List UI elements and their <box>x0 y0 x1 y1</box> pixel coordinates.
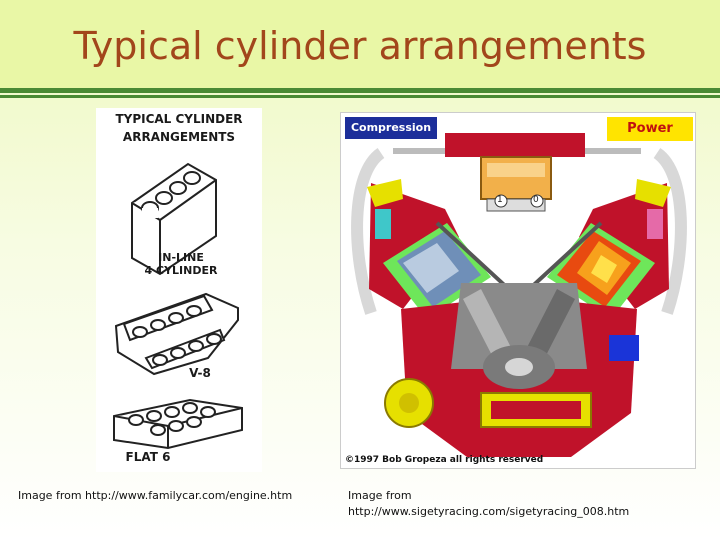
left-image-caption: Image from http://www.familycar.com/engi… <box>18 489 293 502</box>
inline-4-block-drawing <box>131 162 217 276</box>
cylinder-arrangements-figure: TYPICAL CYLINDER ARRANGEMENTS <box>96 108 262 472</box>
label-flat6: FLAT 6 <box>125 450 171 464</box>
label-inline-line1: IN-LINE <box>158 251 204 264</box>
engine-cross-section-drawing <box>351 133 687 457</box>
label-v8: V-8 <box>189 366 211 380</box>
title-band <box>0 0 720 88</box>
right-rocker <box>635 179 671 207</box>
compression-label: Compression <box>345 117 437 139</box>
right-valve-spring <box>647 209 663 239</box>
power-label: Power <box>607 117 693 141</box>
engine-block-drawings <box>113 162 243 450</box>
label-inline-line2: 4 CYLINDER <box>144 264 218 277</box>
slide-title: Typical cylinder arrangements <box>73 24 647 68</box>
right-caption-line2: http://www.sigetyracing.com/sigetyracing… <box>348 505 630 518</box>
v8-block-drawing <box>114 292 239 376</box>
flat6-block-drawing <box>113 398 243 450</box>
v-engine-cross-section-figure: Compression Power 1 0 ©1997 Bob Gropeza … <box>340 112 696 469</box>
gauge-left-value: 1 <box>497 195 503 205</box>
oil-filter <box>609 335 639 361</box>
title-rule-thin <box>0 95 720 98</box>
title-rule-thick <box>0 88 720 93</box>
figure-copyright: ©1997 Bob Gropeza all rights reserved <box>345 455 544 465</box>
left-rocker <box>367 179 403 207</box>
figure-heading-line2: ARRANGEMENTS <box>122 130 236 144</box>
right-caption-line1: Image from <box>348 489 412 502</box>
gauge-right-value: 0 <box>533 195 539 205</box>
figure-heading-line1: TYPICAL CYLINDER <box>115 112 243 126</box>
intake-manifold-top <box>445 133 585 157</box>
right-image-caption: Image from http://www.sigetyracing.com/s… <box>348 488 708 520</box>
left-valve-spring <box>375 209 391 239</box>
